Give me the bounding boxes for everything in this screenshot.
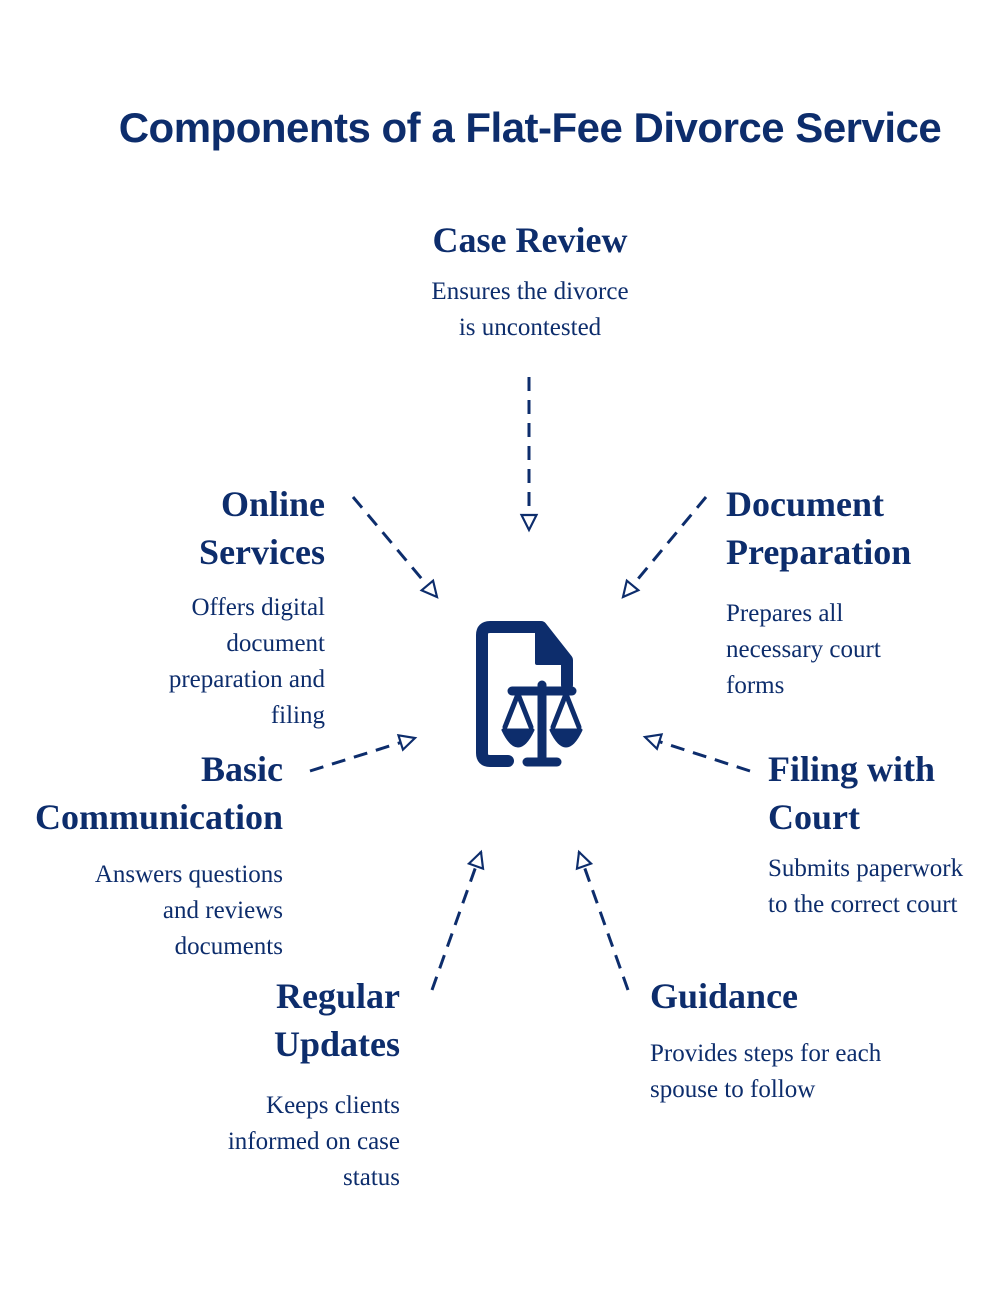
component-basic-communication: Basic Communication Answers questions an…: [20, 745, 283, 965]
component-case-review: Case Review Ensures the divorce is uncon…: [380, 216, 680, 346]
arrow-online-services: [351, 496, 439, 599]
page-title: Components of a Flat-Fee Divorce Service: [118, 104, 942, 151]
component-regular-updates: Regular Updates Keeps clients informed o…: [170, 972, 400, 1196]
arrow-filing-with-court: [642, 733, 751, 773]
component-description: Submits paperwork to the correct court: [768, 855, 964, 918]
component-title: Document Preparation: [726, 484, 912, 572]
component-description: Provides steps for each spouse to follow: [650, 1040, 882, 1103]
component-document-preparation: Document Preparation Prepares all necess…: [726, 480, 986, 704]
arrow-document-preparation: [621, 496, 708, 599]
component-filing-with-court: Filing with Court Submits paperwork to t…: [768, 745, 988, 923]
component-description: Ensures the divorce is uncontested: [431, 278, 629, 341]
component-title: Case Review: [432, 220, 628, 260]
component-description: Prepares all necessary court forms: [726, 600, 881, 699]
component-online-services: Online Services Offers digital document …: [95, 480, 325, 734]
component-guidance: Guidance Provides steps for each spouse …: [650, 972, 950, 1108]
component-description: Offers digital document preparation and …: [168, 594, 325, 729]
component-title: Guidance: [650, 976, 799, 1016]
arrow-regular-updates: [430, 849, 485, 991]
legal-document-scales-icon: [476, 621, 583, 767]
component-description: Answers questions and reviews documents: [94, 861, 283, 960]
arrow-guidance: [575, 849, 630, 991]
component-title: Regular Updates: [273, 976, 400, 1064]
component-title: Basic Communication: [34, 749, 283, 837]
component-title: Filing with Court: [768, 749, 936, 837]
component-title: Online Services: [199, 484, 325, 572]
arrow-basic-communication: [309, 733, 418, 773]
component-description: Keeps clients informed on case status: [227, 1092, 400, 1191]
